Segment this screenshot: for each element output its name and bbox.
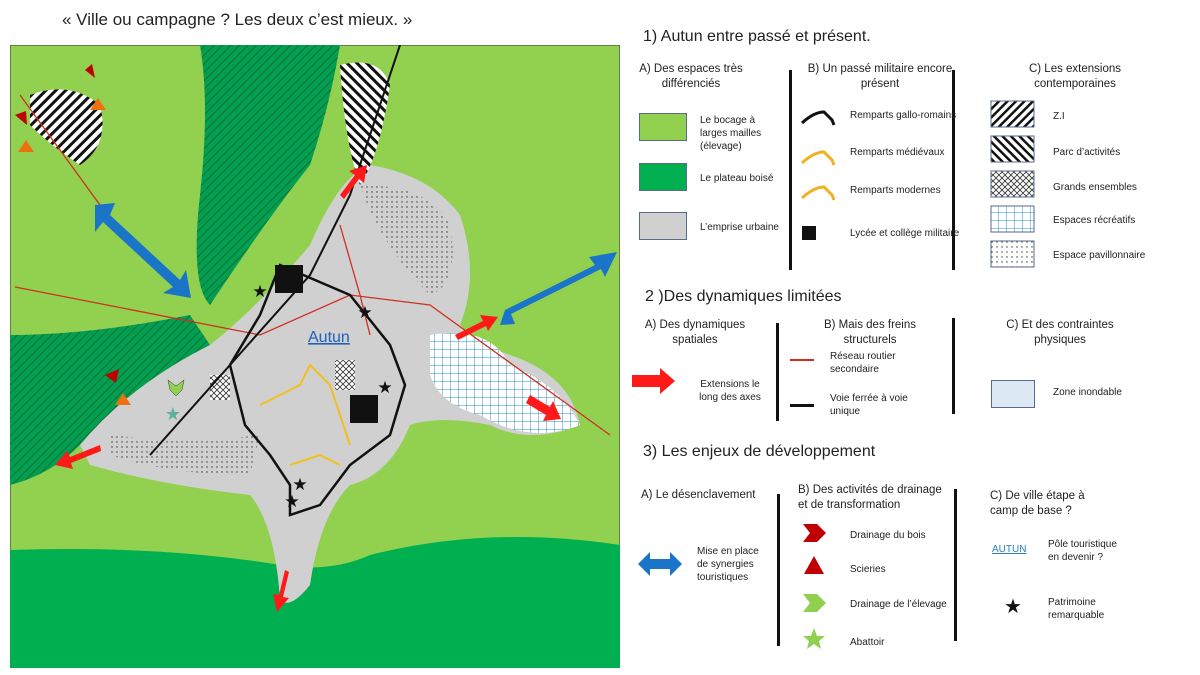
s3-b-title: B) Des activités de drainage et de trans… xyxy=(798,484,942,511)
svg-text:★: ★ xyxy=(292,475,307,494)
legend-label: Scieries xyxy=(850,564,886,575)
espace-pavillonnaire xyxy=(360,185,453,295)
svg-text:★: ★ xyxy=(377,378,392,397)
legend-label: Lycée et collège militaire xyxy=(850,228,960,239)
legend-label: Voie ferrée à voie unique xyxy=(830,393,908,417)
legend-label: Mise en place de synergies touristiques xyxy=(697,546,759,583)
legend-label: Espace pavillonnaire xyxy=(1053,250,1146,261)
espace-pavillonnaire-sud xyxy=(110,435,260,475)
bocage-swatch xyxy=(639,113,687,141)
legend-label: L’emprise urbaine xyxy=(700,222,779,233)
page-title: « Ville ou campagne ? Les deux c’est mie… xyxy=(62,10,413,29)
s1-c-title: C) Les extensions contemporaines xyxy=(1028,63,1122,90)
synergy-arrows xyxy=(95,203,617,325)
autun-sample: AUTUN xyxy=(992,544,1027,555)
railway-icon xyxy=(790,404,814,407)
divider xyxy=(789,70,792,270)
section-1-title: 1) Autun entre passé et présent. xyxy=(643,28,871,45)
legend-label: Drainage de l’élevage xyxy=(850,599,947,610)
divider xyxy=(954,489,957,641)
legend-label: Grands ensembles xyxy=(1053,182,1137,193)
svg-text:★: ★ xyxy=(357,303,372,322)
drainage-elevage-icon xyxy=(167,379,185,397)
plateau-boise xyxy=(10,537,620,668)
svg-text:★: ★ xyxy=(284,492,299,511)
railway xyxy=(149,45,401,456)
divider xyxy=(952,318,955,414)
legend-label: Patrimoine remarquable xyxy=(1048,597,1105,621)
legend-label: Parc d’activités xyxy=(1053,147,1121,158)
remparts-gallo-romains xyxy=(228,263,407,517)
patrimoine-stars: ★★★★★ xyxy=(252,282,392,511)
s3-c-title: C) De ville étape à camp de base ? xyxy=(990,490,1085,517)
lycee-militaire xyxy=(275,265,303,293)
abattoir-icon: ★ xyxy=(165,404,181,424)
legend-label: Le bocage à larges mailles (élevage) xyxy=(700,115,762,152)
parc-activites xyxy=(340,62,390,185)
section-3-title: 3) Les enjeux de développement xyxy=(643,443,876,460)
divider xyxy=(776,323,779,421)
s3-a-title: A) Le désenclavement xyxy=(641,489,756,501)
extension-arrow-icon xyxy=(632,368,675,394)
legend-label: Drainage du bois xyxy=(850,530,926,541)
extension-swatches xyxy=(990,100,1035,268)
city-label-autun: Autun xyxy=(308,329,350,346)
divider xyxy=(777,494,780,646)
legend-label: Remparts médiévaux xyxy=(850,147,945,158)
svg-text:★: ★ xyxy=(252,282,267,301)
legend-label: Z.I xyxy=(1053,111,1065,122)
college-militaire xyxy=(350,395,378,423)
road-icon xyxy=(790,359,814,361)
grands-ensembles xyxy=(210,360,355,400)
legend-label: Réseau routier secondaire xyxy=(830,351,896,375)
s1-a-title: A) Des espaces très différenciés xyxy=(639,63,743,90)
urbain-swatch xyxy=(639,212,687,240)
zone-inondable-swatch xyxy=(991,380,1035,408)
plateau-boise-west xyxy=(10,315,210,485)
legend-label: Extensions le long des axes xyxy=(699,379,761,403)
legend-label: Remparts gallo-romains xyxy=(850,110,957,121)
map: ★ ★★★★★ Autun xyxy=(10,45,620,668)
section-2-title: 2 )Des dynamiques limitées xyxy=(645,288,842,305)
s2-a-title: A) Des dynamiques spatiales xyxy=(644,319,746,346)
legend-label: Zone inondable xyxy=(1053,387,1122,398)
legend-label: Le plateau boisé xyxy=(700,173,774,184)
plateau-boise-north xyxy=(196,45,340,305)
zi-zone xyxy=(30,89,103,165)
extension-arrows xyxy=(55,165,561,612)
plateau-swatch xyxy=(639,163,687,191)
synergy-arrow-icon xyxy=(638,552,682,576)
remparts-medievaux xyxy=(259,363,351,446)
legend-label: Abattoir xyxy=(850,637,885,648)
legend-label: Pôle touristique en devenir ? xyxy=(1048,539,1117,563)
s2-b-title: B) Mais des freins structurels xyxy=(823,319,917,346)
remparts-icons xyxy=(800,110,836,240)
drainage-icons xyxy=(803,524,826,649)
legend-label: Remparts modernes xyxy=(850,185,941,196)
remparts-modernes xyxy=(289,453,341,466)
legend-label: Espaces récréatifs xyxy=(1053,215,1136,226)
star-icon: ★ xyxy=(1004,596,1022,618)
divider xyxy=(952,70,955,270)
s1-b-title: B) Un passé militaire encore présent xyxy=(807,63,953,90)
s2-c-title: C) Et des contraintes physiques xyxy=(1006,319,1114,346)
